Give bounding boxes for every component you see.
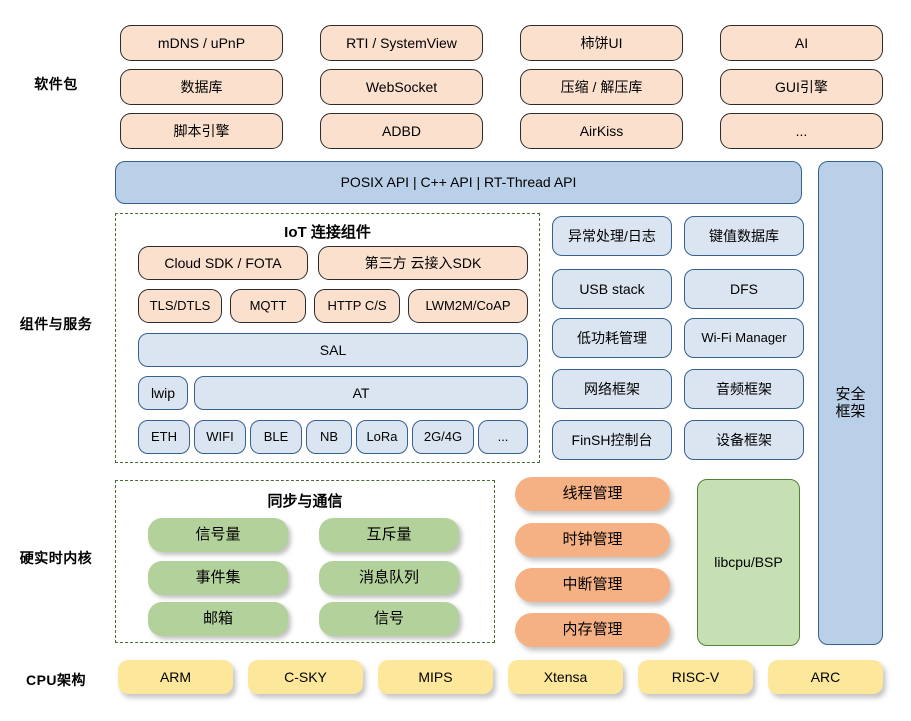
link-box[interactable]: 2G/4G (412, 420, 474, 454)
package-box[interactable]: WebSocket (320, 69, 483, 105)
link-box[interactable]: LoRa (356, 420, 408, 454)
iot-protocol-box[interactable]: HTTP C/S (314, 289, 400, 323)
libcpu-bsp-box[interactable]: libcpu/BSP (697, 479, 800, 646)
package-box[interactable]: RTI / SystemView (320, 25, 483, 61)
package-box[interactable]: 柿饼UI (520, 25, 683, 61)
sync-group-frame (115, 480, 495, 643)
iot-group-frame (115, 213, 540, 463)
at-box[interactable]: AT (194, 376, 528, 410)
sal-box[interactable]: SAL (138, 333, 528, 367)
package-box[interactable]: 压缩 / 解压库 (520, 69, 683, 105)
link-box[interactable]: BLE (250, 420, 302, 454)
iot-protocol-box[interactable]: TLS/DTLS (138, 289, 222, 323)
api-bar: POSIX API | C++ API | RT-Thread API (115, 161, 802, 204)
component-box[interactable]: DFS (684, 269, 804, 309)
sync-box[interactable]: 消息队列 (319, 561, 459, 595)
kernel-mgmt-box[interactable]: 中断管理 (515, 568, 670, 602)
link-box[interactable]: ETH (138, 420, 190, 454)
kernel-mgmt-box[interactable]: 时钟管理 (515, 523, 670, 557)
component-box[interactable]: 低功耗管理 (552, 318, 672, 358)
link-box[interactable]: ... (478, 420, 528, 454)
row-label-software-packages: 软件包 (34, 76, 78, 92)
component-box[interactable]: FinSH控制台 (552, 420, 672, 460)
cpu-arch-box[interactable]: C-SKY (248, 660, 363, 694)
cpu-arch-box[interactable]: MIPS (378, 660, 493, 694)
package-box[interactable]: AirKiss (520, 113, 683, 149)
row-label-components-services: 组件与服务 (19, 316, 93, 332)
sync-group-title: 同步与通信 (267, 493, 343, 510)
security-framework-box[interactable]: 安全 框架 (818, 161, 883, 645)
component-box[interactable]: 网络框架 (552, 369, 672, 409)
package-box[interactable]: AI (720, 25, 883, 61)
sync-box[interactable]: 信号 (319, 602, 459, 636)
package-box[interactable]: mDNS / uPnP (120, 25, 283, 61)
kernel-mgmt-box[interactable]: 内存管理 (515, 613, 670, 647)
cpu-arch-box[interactable]: Xtensa (508, 660, 623, 694)
iot-group-title: IoT 连接组件 (284, 224, 371, 241)
iot-protocol-box[interactable]: LWM2M/CoAP (408, 289, 528, 323)
component-box[interactable]: USB stack (552, 269, 672, 309)
kernel-mgmt-box[interactable]: 线程管理 (515, 477, 670, 511)
cpu-arch-box[interactable]: ARM (118, 660, 233, 694)
row-label-cpu-architecture: CPU架构 (25, 672, 87, 688)
component-box[interactable]: 设备框架 (684, 420, 804, 460)
sync-box[interactable]: 互斥量 (319, 518, 459, 552)
iot-protocol-box[interactable]: MQTT (230, 289, 306, 323)
iot-sdk-box[interactable]: 第三方 云接入SDK (318, 246, 528, 280)
lwip-box[interactable]: lwip (138, 376, 188, 410)
package-box[interactable]: 脚本引擎 (120, 113, 283, 149)
component-box[interactable]: Wi-Fi Manager (684, 318, 804, 358)
package-box[interactable]: GUI引擎 (720, 69, 883, 105)
sync-box[interactable]: 事件集 (148, 561, 288, 595)
cpu-arch-box[interactable]: ARC (768, 660, 883, 694)
cpu-arch-box[interactable]: RISC-V (638, 660, 753, 694)
package-box[interactable]: ADBD (320, 113, 483, 149)
iot-sdk-box[interactable]: Cloud SDK / FOTA (138, 246, 308, 280)
row-label-hard-realtime-kernel: 硬实时内核 (19, 550, 93, 566)
package-box[interactable]: 数据库 (120, 69, 283, 105)
link-box[interactable]: WIFI (194, 420, 246, 454)
sync-box[interactable]: 信号量 (148, 518, 288, 552)
link-box[interactable]: NB (306, 420, 352, 454)
sync-box[interactable]: 邮箱 (148, 602, 288, 636)
component-box[interactable]: 音频框架 (684, 369, 804, 409)
component-box[interactable]: 键值数据库 (684, 216, 804, 256)
component-box[interactable]: 异常处理/日志 (552, 216, 672, 256)
package-box[interactable]: ... (720, 113, 883, 149)
